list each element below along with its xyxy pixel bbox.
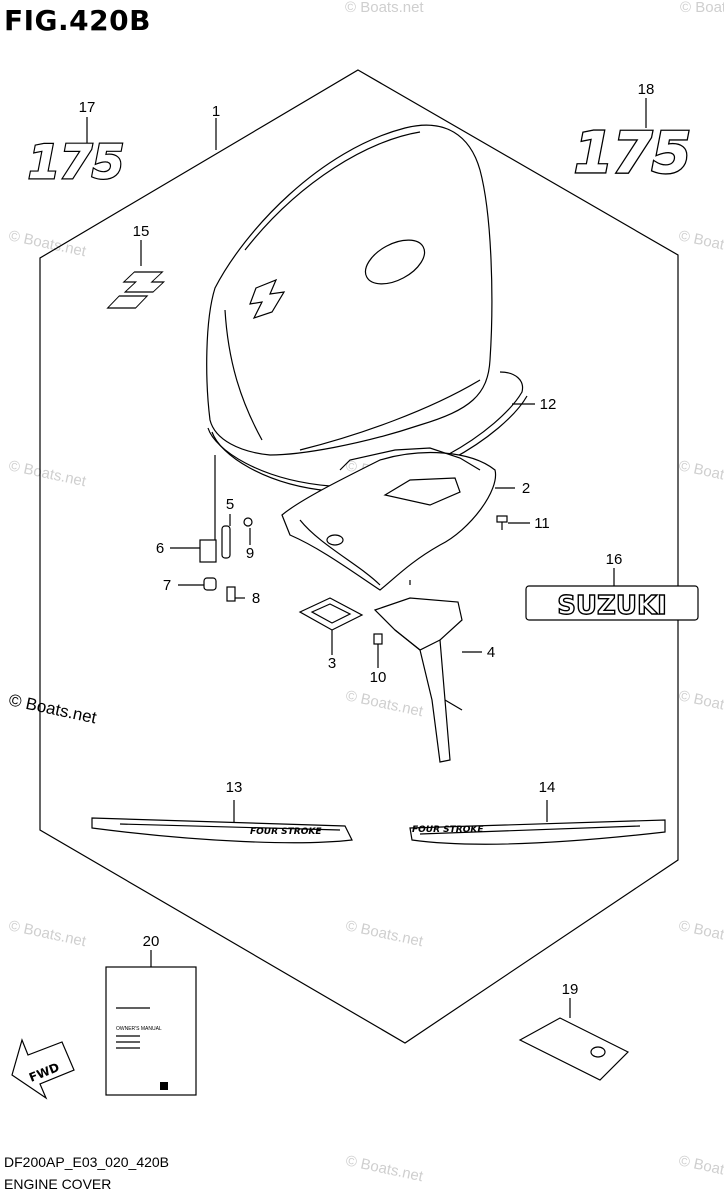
callout-3: 3 bbox=[328, 655, 336, 672]
callout-13: 13 bbox=[226, 779, 243, 796]
suzuki-decal: SUZUKI bbox=[525, 585, 699, 622]
callout-19: 19 bbox=[562, 981, 579, 998]
watermark: © Boats.net bbox=[680, 0, 724, 16]
figure-code: DF200AP_E03_020_420B bbox=[4, 1154, 170, 1170]
stripe-decal-right: FOUR STROKE bbox=[409, 819, 666, 845]
callout-7: 7 bbox=[163, 577, 171, 594]
lower-frame bbox=[281, 447, 497, 591]
callout-11: 11 bbox=[534, 515, 550, 532]
stripe-decal-text: FOUR STROKE bbox=[250, 827, 322, 837]
callout-9: 9 bbox=[246, 545, 254, 562]
watermark: © Boats.net bbox=[7, 227, 88, 260]
suzuki-emblem bbox=[106, 271, 166, 309]
decal-175-left: 175 175 bbox=[27, 134, 126, 191]
decal-175-right: 175 175 bbox=[572, 119, 692, 187]
bolt-11 bbox=[496, 515, 508, 530]
owners-manual: OWNER'S MANUAL bbox=[105, 966, 197, 1096]
watermark: © Boats.net bbox=[344, 687, 425, 720]
decal-175-text: 175 bbox=[574, 121, 691, 186]
callout-1: 1 bbox=[212, 103, 220, 120]
assembly-boundary bbox=[39, 69, 679, 1044]
grommet-3 bbox=[298, 597, 364, 631]
callout-20: 20 bbox=[143, 933, 160, 950]
watermark: © Boats.net bbox=[677, 917, 724, 950]
decal-175-text: 175 bbox=[28, 135, 124, 189]
parts-packet bbox=[518, 1017, 630, 1081]
stripe-decal-left: FOUR STROKE bbox=[91, 817, 353, 844]
watermark: © Boats.net bbox=[345, 0, 424, 16]
watermark: © Boats.net bbox=[7, 917, 88, 950]
watermark: © Boats.net bbox=[677, 457, 724, 490]
callout-15: 15 bbox=[133, 223, 150, 240]
watermark: © Boats.net bbox=[677, 227, 724, 260]
screw-10 bbox=[373, 633, 383, 654]
callout-16: 16 bbox=[606, 551, 623, 568]
watermark: © Boats.net bbox=[7, 690, 98, 727]
callout-5: 5 bbox=[226, 496, 234, 513]
manual-heading: OWNER'S MANUAL bbox=[116, 1026, 162, 1032]
figure-name: ENGINE COVER bbox=[4, 1176, 112, 1192]
callout-6: 6 bbox=[156, 540, 164, 557]
watermark: © Boats.net bbox=[344, 1152, 425, 1185]
watermark: © Boats.net bbox=[677, 1152, 724, 1185]
decal-175-text: 175 bbox=[28, 135, 124, 189]
callout-12: 12 bbox=[540, 396, 557, 413]
stripe-decal-text: FOUR STROKE bbox=[412, 825, 484, 835]
suzuki-decal-text: SUZUKI bbox=[557, 591, 667, 621]
watermark: © Boats.net bbox=[677, 687, 724, 720]
callout-labels: 1 2 3 4 5 6 7 8 9 10 11 12 13 14 15 16 1… bbox=[79, 81, 655, 998]
callout-10: 10 bbox=[370, 669, 387, 686]
callout-17: 17 bbox=[79, 99, 96, 116]
engine-cover bbox=[206, 124, 493, 456]
watermark: © Boats.net bbox=[7, 457, 88, 490]
callout-4: 4 bbox=[487, 644, 495, 661]
watermark: © Boats.net bbox=[344, 917, 425, 950]
vertical-bracket bbox=[373, 597, 463, 763]
fwd-arrow-icon: FWD bbox=[11, 1038, 75, 1100]
callout-14: 14 bbox=[539, 779, 556, 796]
callout-2: 2 bbox=[522, 480, 530, 497]
callout-8: 8 bbox=[252, 590, 260, 607]
callout-18: 18 bbox=[638, 81, 655, 98]
decal-175-text: 175 bbox=[574, 121, 691, 186]
latch-bracket bbox=[199, 517, 253, 602]
figure-title: FIG.420B bbox=[4, 4, 151, 37]
